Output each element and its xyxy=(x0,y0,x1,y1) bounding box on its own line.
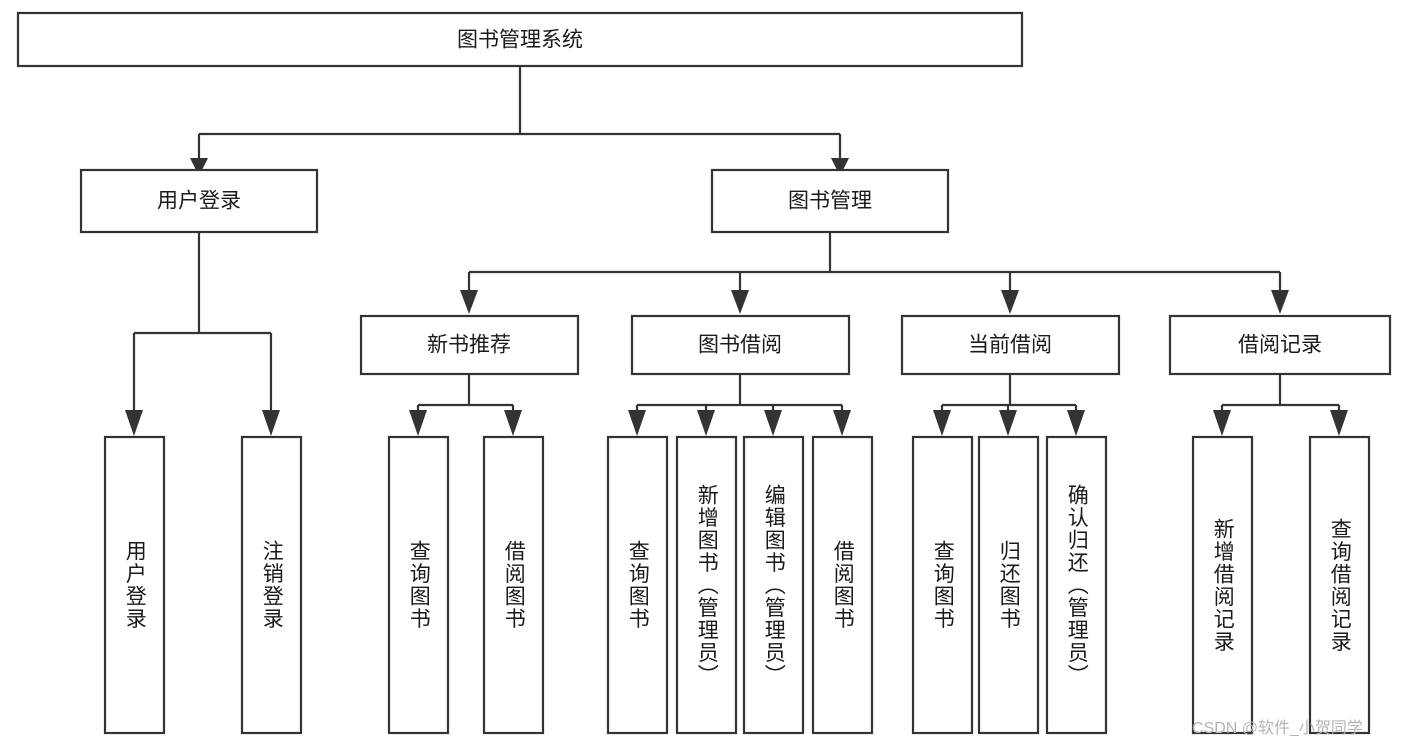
node-book-manage-box[interactable] xyxy=(710,168,950,234)
leaf-box-return-book[interactable] xyxy=(977,435,1040,735)
arrow-to-leaf-borrow-book-1 xyxy=(504,410,522,436)
node-book-manage-label: 图书管理 xyxy=(788,190,872,213)
arrow-to-leaf-borrow-book-2 xyxy=(833,410,851,436)
arrow-to-leaf-add-book xyxy=(697,410,715,436)
node-new-book-recommend-box[interactable] xyxy=(359,314,580,376)
arrow-to-leaf-edit-book xyxy=(764,410,782,436)
connector-new-book-recommend-trunk xyxy=(416,374,515,412)
arrow-to-leaf-query-record xyxy=(1330,410,1348,436)
arrow-to-leaf-query-book-1 xyxy=(409,410,427,436)
node-root-box[interactable] xyxy=(16,11,1024,68)
leaf-box-query-book-1[interactable] xyxy=(387,435,450,735)
arrow-to-leaf-add-record xyxy=(1213,410,1231,436)
nodes-layer: 图书管理系统 用户登录 图书管理 新书推荐 图书借阅 当前借阅 借阅记录 xyxy=(16,11,1392,735)
arrow-to-book-borrow xyxy=(731,290,749,314)
arrow-to-book-manage xyxy=(831,158,849,176)
node-user-login-box[interactable] xyxy=(79,168,319,234)
node-book-borrow-label: 图书借阅 xyxy=(698,334,782,357)
node-user-login-label: 用户登录 xyxy=(157,190,241,213)
leaf-box-query-book-2[interactable] xyxy=(606,435,669,735)
connector-borrow-record-trunk xyxy=(1220,374,1341,412)
arrow-to-leaf-return-book xyxy=(999,410,1017,436)
watermark-text: CSDN @软件_小贺同学 xyxy=(1192,720,1363,737)
connector-current-borrow-trunk xyxy=(940,374,1078,412)
node-new-book-recommend-label: 新书推荐 xyxy=(427,334,511,357)
connector-root-trunk xyxy=(197,66,842,160)
arrow-to-leaf-query-book-2 xyxy=(628,410,646,436)
arrow-to-current-borrow xyxy=(1001,290,1019,314)
node-current-borrow-box[interactable] xyxy=(900,314,1121,376)
connectors-layer xyxy=(125,66,1348,436)
arrow-to-borrow-record xyxy=(1271,290,1289,314)
leaf-box-add-record[interactable] xyxy=(1191,435,1254,735)
leaf-box-add-book[interactable] xyxy=(675,435,738,735)
leaf-box-edit-book[interactable] xyxy=(742,435,805,735)
node-borrow-record-box[interactable] xyxy=(1168,314,1392,376)
leaf-box-confirm-return[interactable] xyxy=(1045,435,1108,735)
leaf-box-borrow-book-1[interactable] xyxy=(482,435,545,735)
connector-book-borrow-trunk xyxy=(635,374,844,412)
connector-user-login-trunk xyxy=(132,232,273,412)
leaf-box-logout[interactable] xyxy=(240,435,303,735)
leaf-box-borrow-book-2[interactable] xyxy=(811,435,874,735)
leaf-box-user-login[interactable] xyxy=(103,435,166,735)
arrow-to-user-login xyxy=(190,158,208,176)
arrow-to-leaf-confirm-return xyxy=(1067,410,1085,436)
arrow-to-leaf-user-login xyxy=(125,410,143,436)
arrow-to-new-book-recommend xyxy=(460,290,478,314)
arrow-to-leaf-logout xyxy=(262,410,280,436)
node-borrow-record-label: 借阅记录 xyxy=(1238,334,1322,357)
node-root-label: 图书管理系统 xyxy=(457,29,583,52)
leaf-box-query-book-3[interactable] xyxy=(911,435,974,735)
connector-book-manage-trunk xyxy=(467,232,1282,292)
node-current-borrow-label: 当前借阅 xyxy=(968,334,1052,357)
leaf-box-query-record[interactable] xyxy=(1308,435,1371,735)
node-book-borrow-box[interactable] xyxy=(630,314,851,376)
arrow-to-leaf-query-book-3 xyxy=(933,410,951,436)
